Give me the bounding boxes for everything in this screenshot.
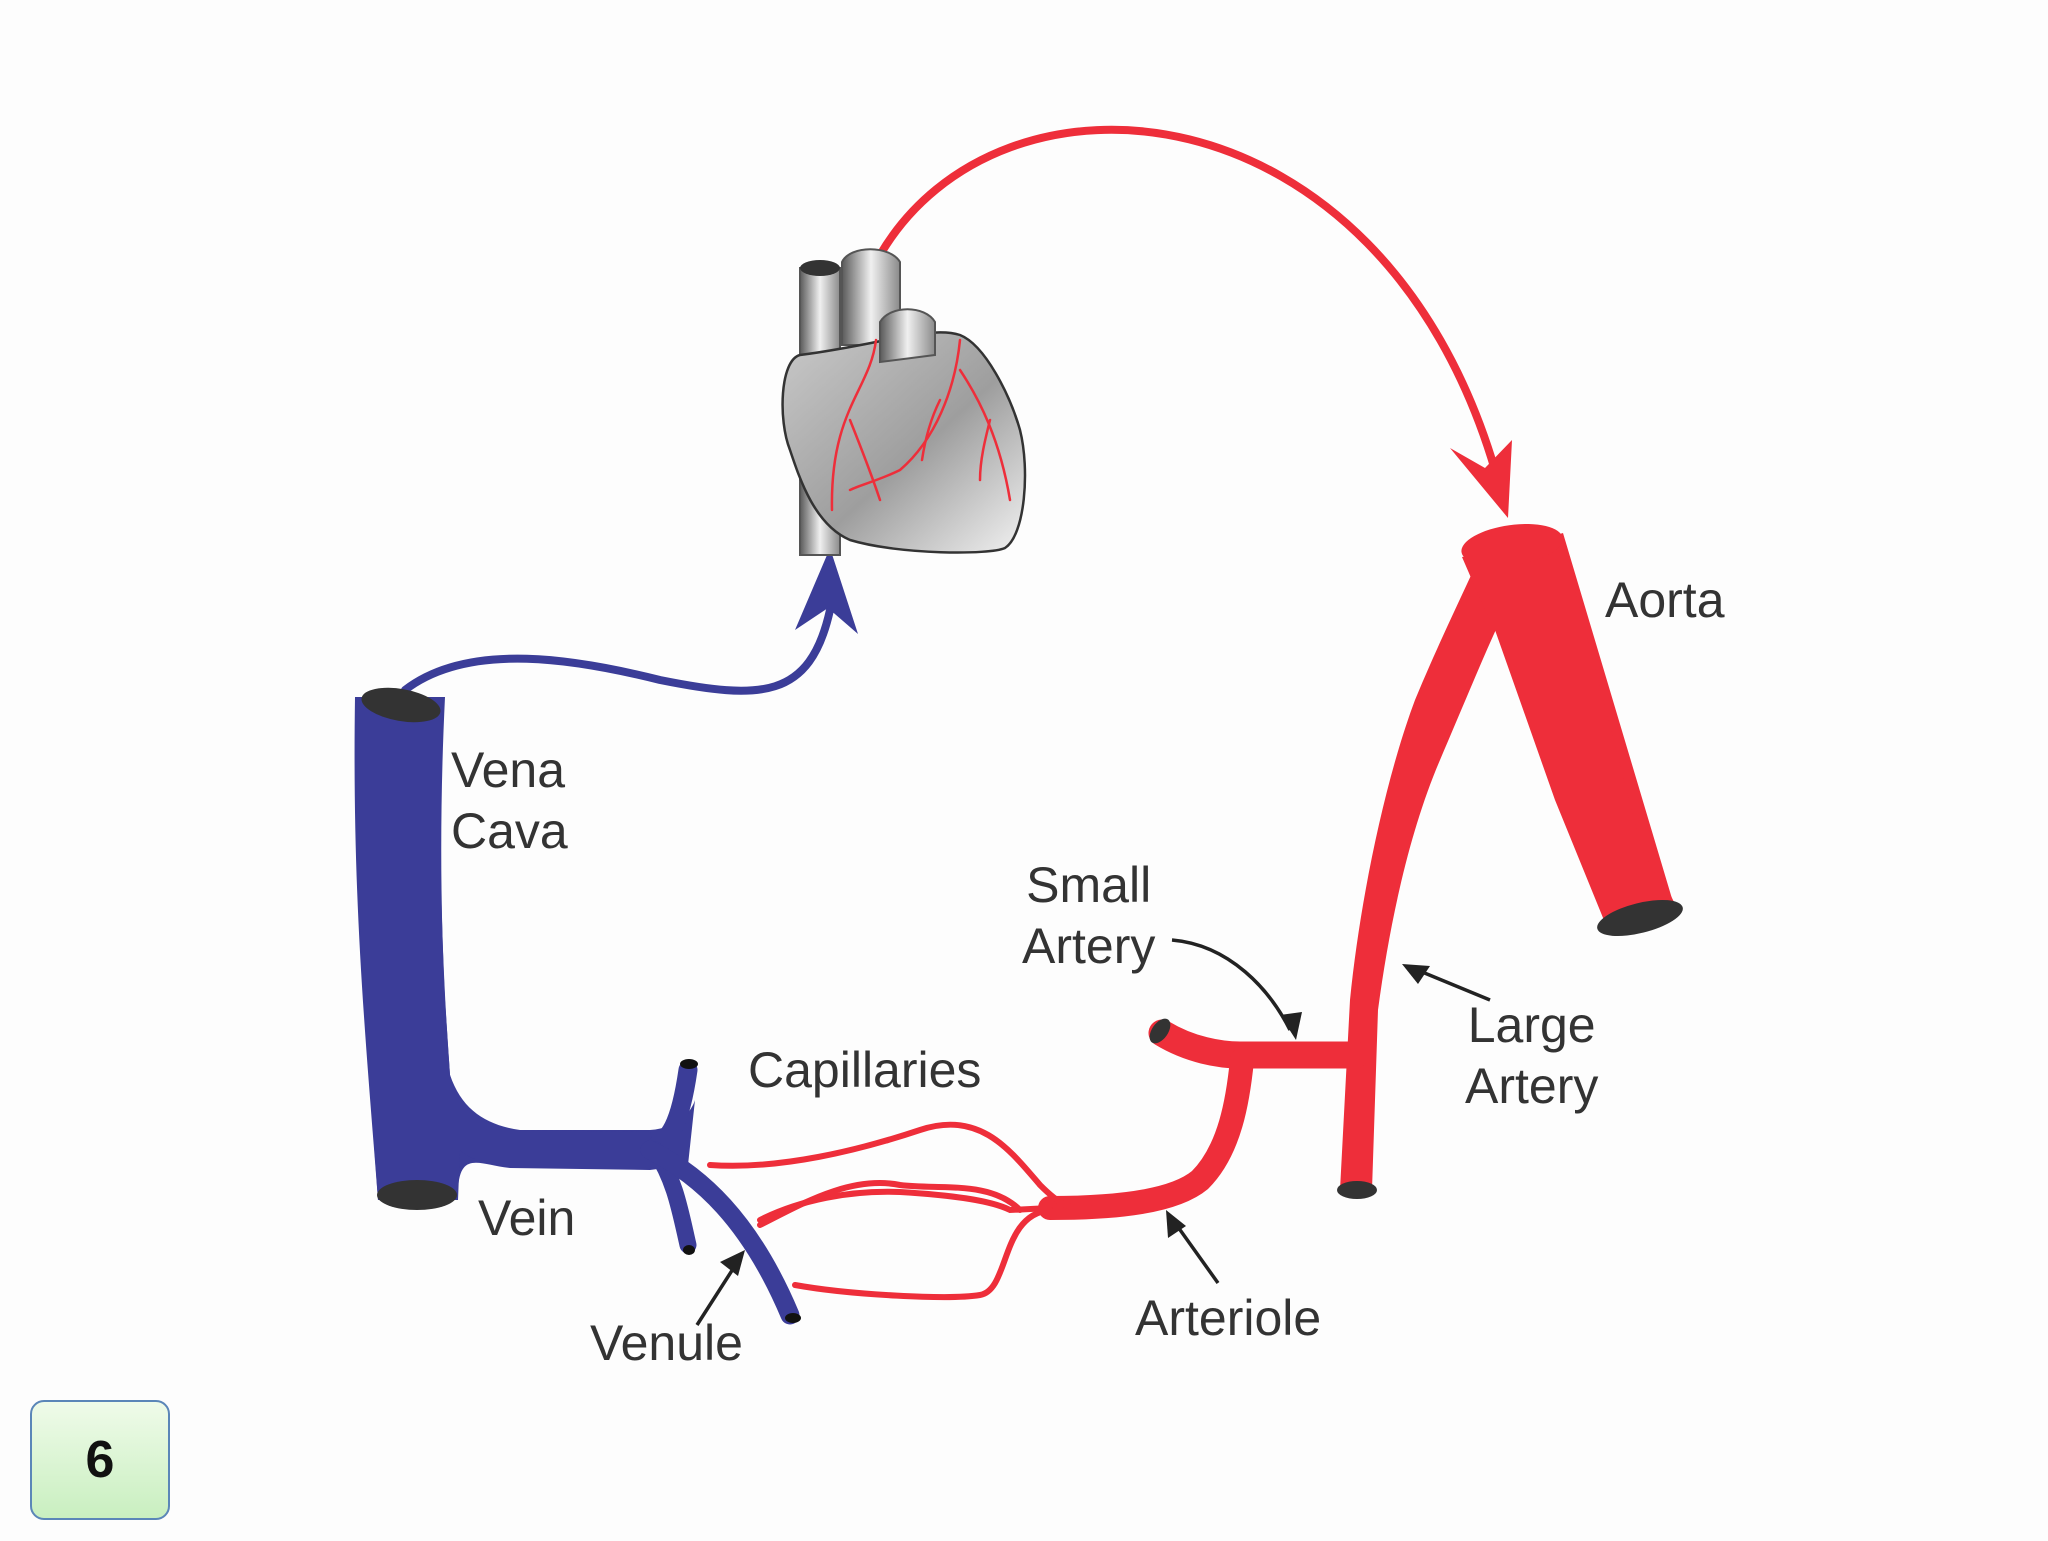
small-artery-label: Small Artery	[1022, 855, 1155, 977]
vein-bottom-opening	[377, 1180, 457, 1210]
vein-vessels	[354, 687, 801, 1325]
pointer-arrowheads	[720, 964, 1430, 1276]
small-artery-pointer	[1171, 938, 1292, 1031]
large-artery-end	[1337, 1181, 1377, 1199]
venule-end-lower	[785, 1313, 801, 1323]
heart-to-aorta-flow	[876, 125, 1499, 474]
aorta-label: Aorta	[1605, 572, 1725, 628]
arteriole-label: Arteriole	[1135, 1290, 1322, 1346]
heart-icon	[781, 248, 1027, 556]
large-artery-label-line2: Artery	[1465, 1058, 1599, 1114]
capillary-network	[707, 1121, 1093, 1300]
venule-vessel	[640, 1140, 800, 1325]
heart-coronary-vessels	[830, 338, 1012, 512]
venule-label: Venule	[590, 1315, 743, 1371]
vena-cava-top-opening	[361, 687, 441, 723]
vena-cava-tube-clean	[356, 697, 660, 1200]
venule-end-upper	[680, 1059, 698, 1069]
arteriole-pointer	[1171, 1218, 1220, 1285]
heart-body	[781, 331, 1027, 554]
aorta-top-opening	[1461, 523, 1563, 567]
small-artery-end	[1149, 1018, 1171, 1044]
venule-end-middle	[683, 1245, 695, 1255]
large-artery-label-line1: Large	[1467, 997, 1596, 1053]
aorta-body	[1462, 540, 1676, 935]
small-artery-label-line2: Artery	[1022, 918, 1156, 974]
vena-cava-label: Vena Cava	[451, 740, 568, 862]
vena-cava-to-heart-flow	[401, 606, 834, 695]
heart-to-aorta-arrowhead	[1450, 440, 1512, 518]
heart-vena-cava-stub-top	[800, 260, 840, 276]
vena-cava-label-line1: Vena	[451, 742, 566, 798]
aorta-vessel	[1340, 523, 1683, 1190]
large-artery-label: Large Artery	[1465, 995, 1598, 1117]
page-number-badge: 6	[30, 1400, 170, 1520]
heart-pulmonary-stub	[879, 308, 936, 364]
arteriole-vessel	[1038, 1048, 1254, 1220]
vena-cava-to-heart-arrowhead	[795, 548, 858, 634]
capillaries-label: Capillaries	[748, 1042, 982, 1098]
aorta-bottom-opening	[1597, 899, 1683, 937]
small-artery-vessel	[1148, 1019, 1369, 1069]
vena-cava-label-line2: Cava	[451, 803, 568, 859]
vein-label: Vein	[478, 1190, 576, 1246]
small-artery-label-line1: Small	[1026, 857, 1152, 913]
